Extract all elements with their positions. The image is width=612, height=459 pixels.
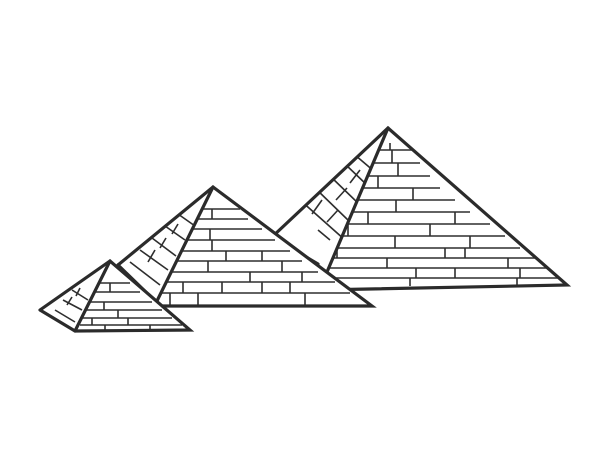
- small-pyramid-outline: [38, 258, 195, 333]
- small-pyramid-side-bricks: [54, 287, 89, 323]
- medium-pyramid-ridge: [153, 185, 215, 307]
- small-pyramid-bricks: [80, 282, 182, 331]
- large-pyramid: [270, 125, 572, 292]
- medium-pyramid-side-bricks: [129, 213, 196, 286]
- large-pyramid-outline: [270, 125, 572, 292]
- medium-pyramid-outline: [116, 184, 377, 308]
- small-pyramid-ridge: [73, 259, 112, 333]
- small-pyramid: [38, 258, 195, 333]
- large-pyramid-ridge: [325, 126, 390, 274]
- medium-pyramid-bricks: [155, 208, 350, 306]
- medium-pyramid: [116, 184, 377, 308]
